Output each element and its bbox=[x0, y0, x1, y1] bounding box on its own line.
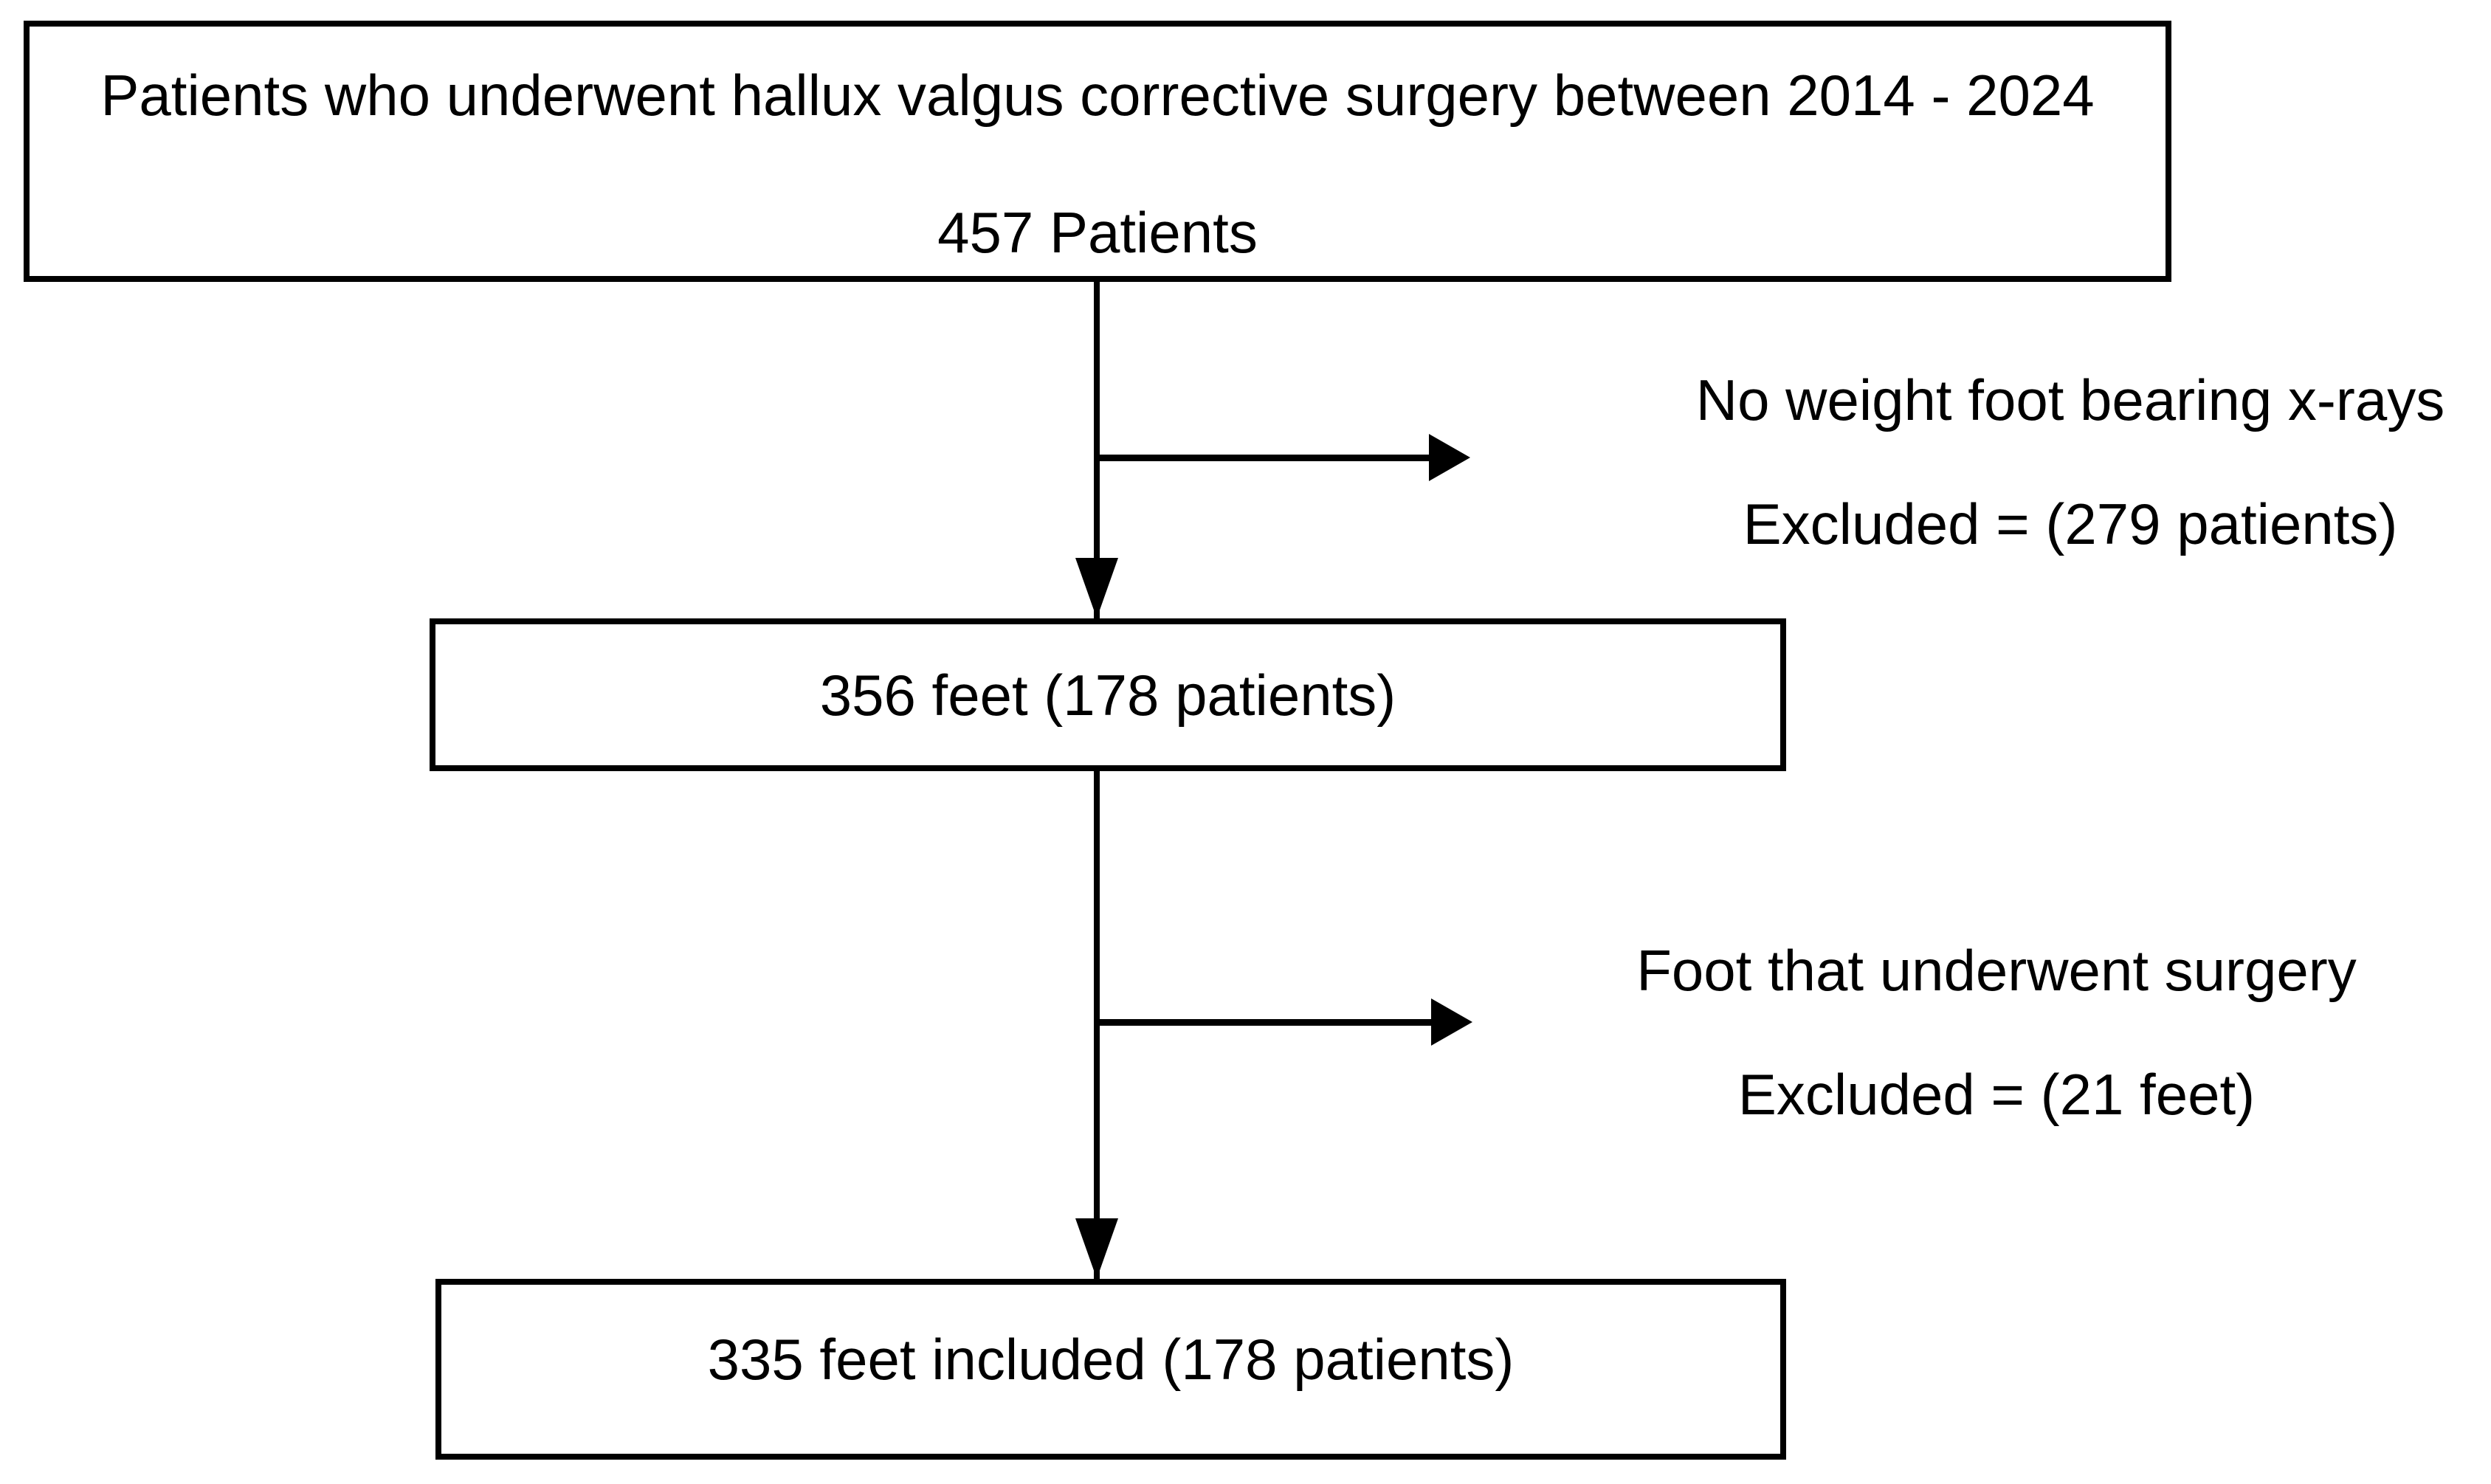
initial-cohort-title: Patients who underwent hallux valgus cor… bbox=[100, 63, 2095, 128]
arrowhead-down-icon bbox=[1075, 558, 1118, 618]
initial-cohort-count: 457 Patients bbox=[937, 200, 1258, 265]
exclusion-reason-2: Foot that underwent surgery bbox=[1636, 938, 2357, 1003]
final-included-label: 335 feet included (178 patients) bbox=[707, 1326, 1515, 1392]
exclusion-branch-line-2 bbox=[1094, 1019, 1432, 1026]
after-exclusion1-label: 356 feet (178 patients) bbox=[819, 662, 1396, 728]
arrowhead-right-icon bbox=[1431, 998, 1472, 1046]
connector-line-1 bbox=[1094, 282, 1100, 618]
exclusion-count-2: Excluded = (21 feet) bbox=[1737, 1062, 2256, 1127]
exclusion-count-1: Excluded = (279 patients) bbox=[1743, 491, 2398, 556]
exclusion-note-2: Foot that underwent surgery Excluded = (… bbox=[1587, 936, 2406, 1129]
exclusion-branch-line-1 bbox=[1094, 455, 1430, 461]
arrowhead-down-icon bbox=[1075, 1218, 1118, 1279]
final-included-box: 335 feet included (178 patients) bbox=[435, 1279, 1786, 1460]
exclusion-note-1: No weight foot bearing x-rays Excluded =… bbox=[1650, 365, 2491, 559]
exclusion-reason-1: No weight foot bearing x-rays bbox=[1695, 367, 2445, 432]
after-exclusion1-box: 356 feet (178 patients) bbox=[430, 618, 1786, 771]
initial-cohort-box: Patients who underwent hallux valgus cor… bbox=[24, 21, 2171, 282]
arrowhead-right-icon bbox=[1429, 434, 1470, 481]
